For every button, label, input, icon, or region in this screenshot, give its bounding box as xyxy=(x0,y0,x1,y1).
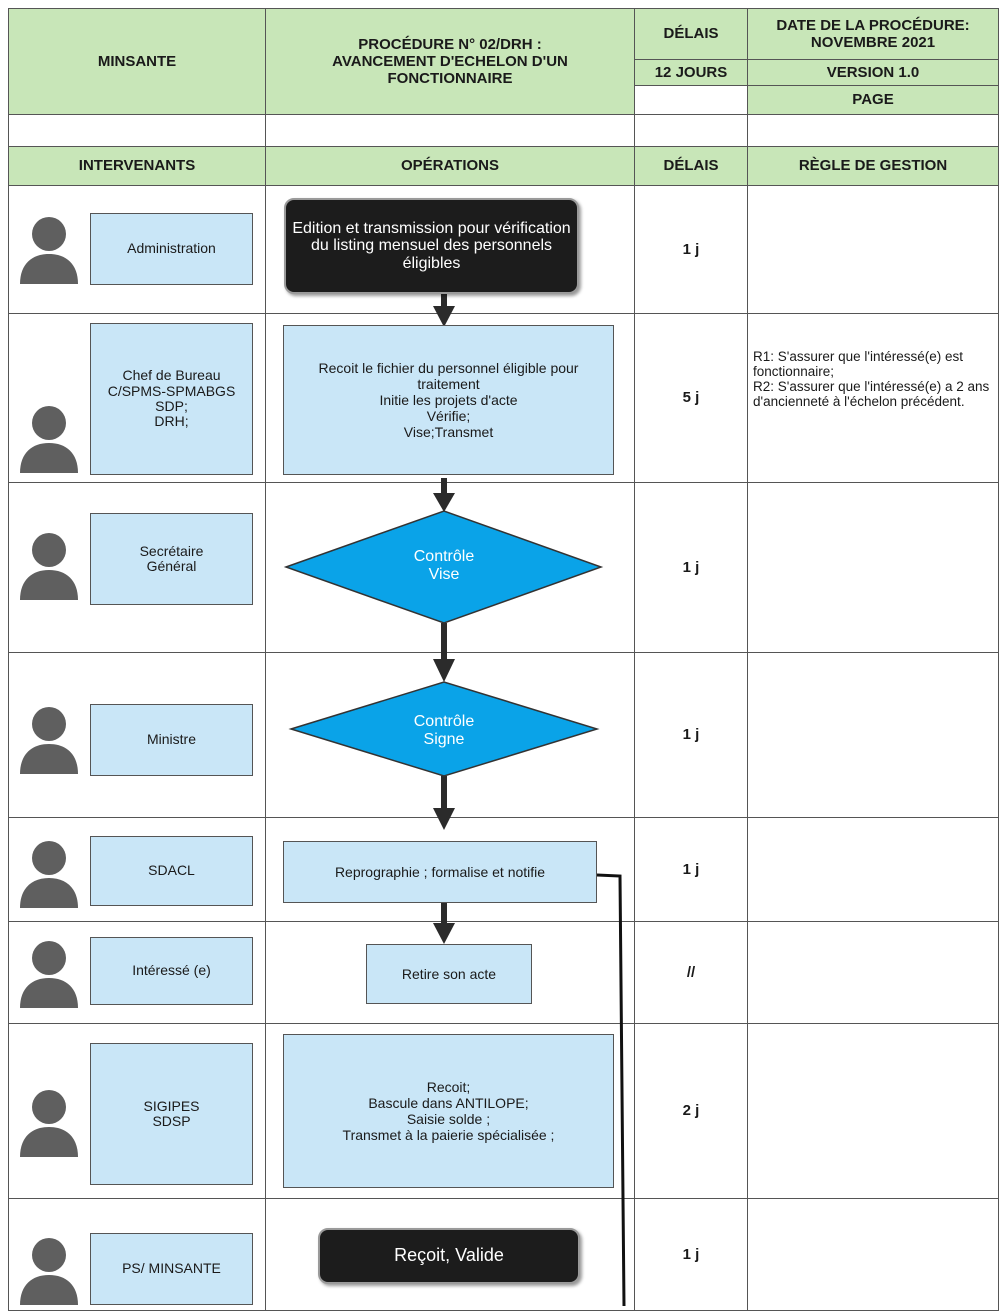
delay-value: 1 j xyxy=(682,726,700,743)
arrow-down-icon xyxy=(433,306,455,327)
table-cell xyxy=(634,652,748,818)
person-silhouette-icon xyxy=(20,533,78,600)
column-header-label: DÉLAIS xyxy=(663,157,719,175)
column-header-label: OPÉRATIONS xyxy=(400,157,500,175)
person-silhouette-icon xyxy=(20,406,78,473)
operation-label: Retire son acte xyxy=(401,965,497,982)
header-delais-label: DÉLAIS xyxy=(663,25,719,43)
page-cell: PAGE xyxy=(747,85,999,115)
procedure-title-cell: PROCÉDURE N° 02/DRH : AVANCEMENT D'ECHEL… xyxy=(265,8,635,115)
delay-value: 1 j xyxy=(682,240,700,258)
procedure-date: DATE DE LA PROCÉDURE: NOVEMBRE 2021 xyxy=(776,16,970,51)
decision-diamond xyxy=(283,510,604,624)
operation-box: Recoit;Bascule dans ANTILOPE;Saisie sold… xyxy=(283,1034,614,1188)
actor-label: Administration xyxy=(127,240,216,257)
actor-box: PS/ MINSANTE xyxy=(90,1233,253,1305)
page-label: PAGE xyxy=(852,91,894,109)
table-cell xyxy=(747,817,999,922)
version-cell: VERSION 1.0 xyxy=(747,59,999,86)
actor-label: SDACL xyxy=(148,862,195,879)
operation-box: Reprographie ; formalise et notifie xyxy=(283,841,597,903)
org-name: MINSANTE xyxy=(97,52,177,70)
operation-label: Reçoit, Valide xyxy=(394,1245,504,1266)
table-cell xyxy=(747,921,999,1024)
header-delais-value-cell: 12 JOURS xyxy=(634,59,748,86)
header-empty-cell xyxy=(634,85,748,115)
delay-value: 1 j xyxy=(682,860,700,878)
delay-value: // xyxy=(686,963,696,981)
operation-label: Reprographie ; formalise et notifie xyxy=(334,863,546,880)
table-cell xyxy=(747,482,999,653)
actor-label: Intéressé (e) xyxy=(132,962,211,979)
person-silhouette-icon xyxy=(20,707,78,774)
table-cell xyxy=(634,921,748,1024)
actor-label: Ministre xyxy=(146,731,196,748)
actor-box: Administration xyxy=(90,213,253,285)
arrow-down-icon xyxy=(433,808,455,830)
table-cell xyxy=(634,1023,748,1199)
org-cell: MINSANTE xyxy=(8,8,266,115)
delay-value: 5 j xyxy=(682,389,700,406)
column-header-operations: OPÉRATIONS xyxy=(265,146,635,186)
arrow-down-icon xyxy=(433,659,455,682)
table-cell xyxy=(634,185,748,314)
actor-box: SDACL xyxy=(90,836,253,906)
operation-box: Reçoit, Valide xyxy=(318,1228,580,1284)
arrow-down-icon xyxy=(433,923,455,944)
person-silhouette-icon xyxy=(20,1238,78,1305)
return-connector-line xyxy=(596,873,626,1307)
person-silhouette-icon xyxy=(20,841,78,908)
person-silhouette-icon xyxy=(20,941,78,1008)
operation-box: Retire son acte xyxy=(366,944,532,1004)
decision-diamond xyxy=(288,681,600,777)
actor-box: Ministre xyxy=(90,704,253,776)
operation-label: Recoit le fichier du personnel éligible … xyxy=(318,359,579,441)
version-label: VERSION 1.0 xyxy=(826,63,920,81)
actor-label: PS/ MINSANTE xyxy=(122,1260,221,1277)
table-cell xyxy=(634,1198,748,1311)
column-header-label: INTERVENANTS xyxy=(78,157,196,175)
header-delais-label-cell: DÉLAIS xyxy=(634,8,748,60)
table-cell xyxy=(747,1198,999,1311)
person-silhouette-icon xyxy=(20,1090,78,1157)
table-cell xyxy=(747,313,999,483)
delay-value: 1 j xyxy=(682,558,700,576)
procedure-title: PROCÉDURE N° 02/DRH : AVANCEMENT D'ECHEL… xyxy=(332,35,568,88)
operation-box: Edition et transmission pour vérificatio… xyxy=(284,198,579,294)
delay-value: 2 j xyxy=(682,1102,700,1119)
header-delais-value: 12 JOURS xyxy=(654,63,728,81)
arrow-down-icon xyxy=(433,493,455,512)
operation-label: Edition et transmission pour vérificatio… xyxy=(292,219,571,272)
person-silhouette-icon xyxy=(20,217,78,284)
operation-label: Recoit;Bascule dans ANTILOPE;Saisie sold… xyxy=(342,1078,555,1144)
spacer-cell xyxy=(8,114,266,147)
delay-value: 1 j xyxy=(682,1245,700,1263)
operation-box: Recoit le fichier du personnel éligible … xyxy=(283,325,614,475)
actor-box: Intéressé (e) xyxy=(90,937,253,1005)
management-rule: R1: S'assurer que l'intéressé(e) est fon… xyxy=(753,349,990,409)
table-cell xyxy=(634,482,748,653)
column-header-label: RÈGLE DE GESTION xyxy=(798,157,948,175)
procedure-date-cell: DATE DE LA PROCÉDURE: NOVEMBRE 2021 xyxy=(747,8,999,60)
